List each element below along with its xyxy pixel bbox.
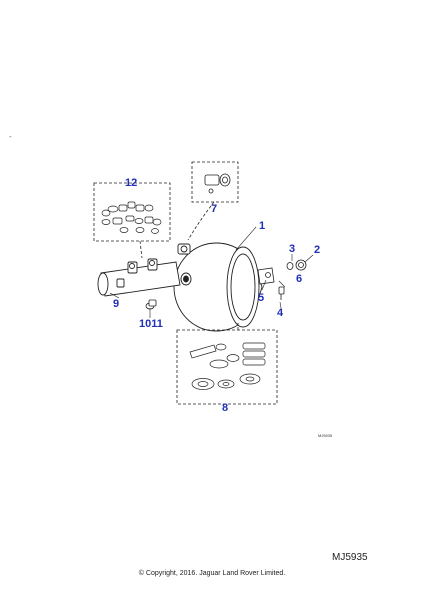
callout-6: 6: [296, 273, 302, 285]
master-cylinder: [97, 258, 181, 297]
brake-servo: [173, 242, 263, 332]
callout-3: 3: [289, 243, 295, 255]
diagram-small-code: MJ5935: [318, 433, 333, 438]
callout-1011: 1011: [139, 318, 163, 330]
callout-5: 5: [258, 292, 264, 304]
callout-12: 12: [125, 177, 137, 189]
copyright-notice: © Copyright, 2016. Jaguar Land Rover Lim…: [138, 570, 286, 577]
callout-2: 2: [314, 244, 320, 256]
callout-7: 7: [211, 203, 217, 215]
nut-washer: [145, 299, 157, 310]
callout-9: 9: [113, 298, 119, 310]
clevis: [257, 267, 275, 285]
rebuild-kit-parts: [189, 342, 266, 390]
rebuild-kit-box: [176, 323, 278, 405]
union-part: [204, 173, 231, 194]
corner-mark: -: [9, 132, 12, 141]
leader-lines: [109, 226, 314, 318]
seal-kit-parts: [101, 201, 162, 234]
callout-4: 4: [277, 307, 284, 319]
union-box: [187, 161, 239, 241]
pin-nut-parts: [278, 259, 307, 300]
callout-8: 8: [222, 402, 228, 414]
callout-1: 1: [259, 220, 265, 232]
seal-kit-box: [93, 182, 171, 259]
diagram-reference-code: MJ5935: [332, 552, 368, 563]
